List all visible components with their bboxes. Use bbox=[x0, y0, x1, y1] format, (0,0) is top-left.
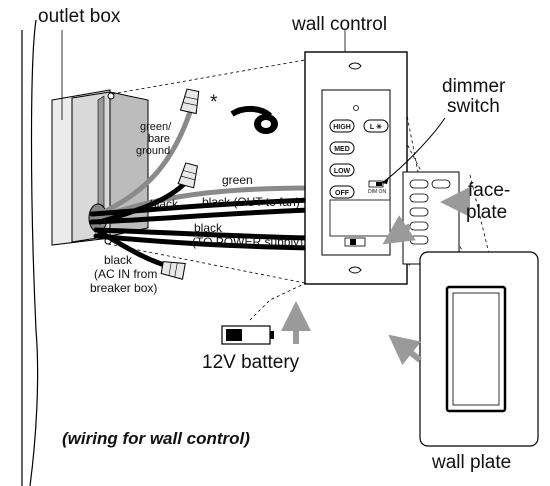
ground-label-line3: ground bbox=[136, 145, 170, 157]
ac-in-wire-nut bbox=[160, 261, 186, 280]
black-short-wire bbox=[97, 177, 191, 225]
dimmer-switch-text: DIM ON bbox=[368, 189, 386, 195]
black-out-label: black (OUT to fan) bbox=[202, 195, 300, 209]
light-button-label: L ☀ bbox=[370, 123, 382, 131]
ac-in-label-line1: black bbox=[104, 253, 133, 267]
light-button[interactable] bbox=[363, 119, 389, 133]
label-leaders bbox=[61, 30, 346, 120]
ac-in-label-line3: breaker box) bbox=[90, 281, 157, 295]
wire-nuts bbox=[160, 88, 200, 280]
high-button-label: HIGH bbox=[333, 124, 351, 131]
off-button[interactable] bbox=[329, 185, 355, 199]
electrical-tape-icon bbox=[230, 106, 278, 134]
wall-plate-label: wall plate bbox=[431, 452, 511, 473]
med-button-label: MED bbox=[334, 146, 350, 153]
face-plate bbox=[402, 171, 460, 265]
arrows bbox=[281, 187, 470, 366]
outlet-box-label: outlet box bbox=[38, 6, 121, 27]
low-button-label: LOW bbox=[334, 168, 351, 175]
black-out-wire-2 bbox=[89, 207, 313, 225]
faceplate-label-line1: face- bbox=[468, 180, 510, 201]
black-out-wire bbox=[89, 197, 313, 217]
ac-in-label-line2: (AC IN from bbox=[94, 267, 157, 281]
green-wire-label: green bbox=[222, 173, 253, 187]
wall-plate bbox=[419, 251, 539, 447]
faceplate-label-line2: plate bbox=[466, 202, 507, 223]
dimmer-label-line2: switch bbox=[447, 96, 500, 117]
wall-control-label: wall control bbox=[291, 14, 387, 35]
wall-control-unit bbox=[304, 51, 408, 285]
dimmer-leader bbox=[381, 117, 446, 184]
ground-label-line1: green/ bbox=[140, 121, 172, 133]
med-button[interactable] bbox=[329, 141, 355, 155]
off-button-label: OFF bbox=[335, 190, 350, 197]
battery-label: 12V battery bbox=[202, 352, 300, 373]
ground-wire-nut bbox=[179, 88, 200, 115]
faceplate-arrow-2 bbox=[382, 215, 416, 245]
battery-icon bbox=[221, 325, 274, 345]
wall-stud bbox=[21, 19, 39, 486]
wallplate-arrow bbox=[388, 334, 422, 366]
black-power-label-line1: black bbox=[194, 221, 223, 235]
ground-wire bbox=[95, 109, 193, 218]
black-wire-nut bbox=[177, 162, 198, 189]
black-power-wire-2 bbox=[93, 233, 313, 251]
low-button[interactable] bbox=[329, 163, 355, 177]
black-short-label: black bbox=[150, 197, 179, 211]
wires bbox=[89, 109, 313, 271]
caption: (wiring for wall control) bbox=[62, 429, 250, 448]
black-power-label-line2: (TO POWER supply) bbox=[192, 235, 303, 249]
black-power-wire bbox=[93, 227, 313, 241]
high-button[interactable] bbox=[329, 119, 355, 133]
asterisk: * bbox=[210, 92, 218, 113]
dimmer-label-line1: dimmer bbox=[442, 76, 506, 97]
ground-label-line2: bare bbox=[148, 133, 170, 145]
control-buttons: HIGH L ☀ MED LOW OFF DIM ON bbox=[329, 119, 389, 199]
